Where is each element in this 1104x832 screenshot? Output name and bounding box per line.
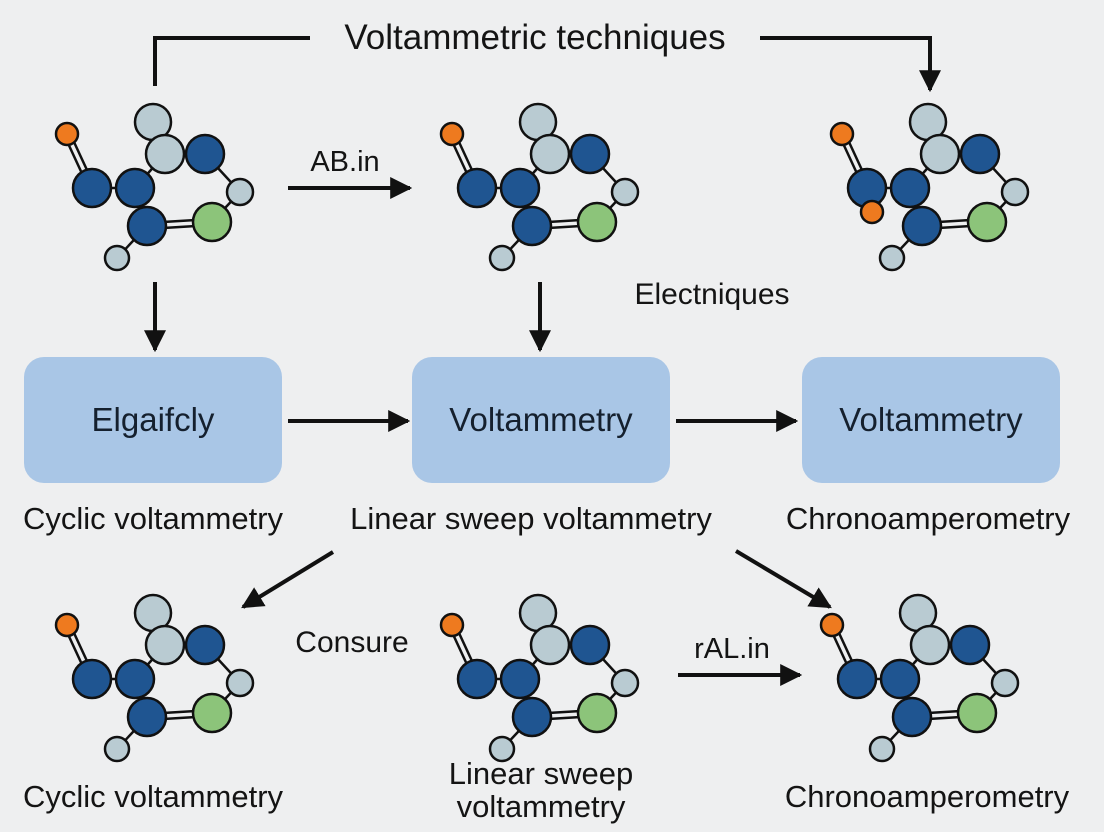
- atom: [511, 696, 553, 738]
- atom: [901, 205, 943, 247]
- title-bracket-left: [153, 36, 310, 86]
- atom: [966, 201, 1008, 243]
- atom: [103, 735, 131, 763]
- title-bracket-right-arrow: [760, 36, 941, 93]
- atom: [71, 167, 113, 209]
- atom: [511, 205, 553, 247]
- atom: [114, 658, 156, 700]
- atom: [949, 624, 991, 666]
- atom: [488, 244, 516, 272]
- atom: [569, 624, 611, 666]
- atom: [610, 668, 640, 698]
- atom: [891, 696, 933, 738]
- atom: [868, 735, 896, 763]
- atom: [439, 612, 465, 638]
- caption-middle-right: Chronoamperometry: [785, 501, 1071, 536]
- top-arrow-label: AB.in: [310, 146, 380, 178]
- atom: [191, 201, 233, 243]
- atom: [456, 167, 498, 209]
- box-middle: Voltammetry: [412, 357, 670, 483]
- atom: [878, 244, 906, 272]
- molecule-icon: [439, 102, 640, 272]
- atom: [919, 133, 961, 175]
- atom: [576, 201, 618, 243]
- atom: [184, 624, 226, 666]
- atom: [576, 692, 618, 734]
- box-right: Voltammetry: [802, 357, 1060, 483]
- atom: [103, 244, 131, 272]
- caption-middle-center: Linear sweep voltammetry: [350, 501, 712, 536]
- atom: [144, 133, 186, 175]
- consure-label: Consure: [295, 626, 409, 659]
- atom: [909, 624, 951, 666]
- diagonal-arrow-left: [241, 550, 335, 609]
- diagram-title: Voltammetric techniques: [344, 18, 726, 57]
- atom: [819, 612, 845, 638]
- atom: [225, 668, 255, 698]
- atom: [54, 121, 80, 147]
- molecule-icon: [439, 593, 640, 763]
- atom: [529, 624, 571, 666]
- atom: [126, 205, 168, 247]
- atom: [184, 133, 226, 175]
- atom: [1000, 177, 1030, 207]
- molecule-icon: [819, 593, 1020, 763]
- box-left: Elgaifcly: [24, 357, 282, 483]
- atom: [499, 167, 541, 209]
- atom: [499, 658, 541, 700]
- atom: [956, 692, 998, 734]
- caption-bottom-right: Chronoamperometry: [784, 779, 1070, 814]
- atom: [126, 696, 168, 738]
- molecule-icon: [54, 593, 255, 763]
- atom: [488, 735, 516, 763]
- atom: [114, 167, 156, 209]
- atom: [144, 624, 186, 666]
- atom: [569, 133, 611, 175]
- atom: [829, 121, 855, 147]
- electniques-label: Electniques: [634, 278, 790, 311]
- atom: [610, 177, 640, 207]
- atom: [439, 121, 465, 147]
- atom: [529, 133, 571, 175]
- atom: [959, 133, 1001, 175]
- caption-middle-left: Cyclic voltammetry: [22, 501, 284, 536]
- atom: [456, 658, 498, 700]
- atom: [859, 199, 885, 225]
- caption-bottom-left: Cyclic voltammetry: [22, 779, 284, 814]
- atom: [879, 658, 921, 700]
- atom: [71, 658, 113, 700]
- atom: [990, 668, 1020, 698]
- caption-bottom-center: Linear sweep voltammetry: [448, 756, 634, 824]
- bottom-arrow-label: rAL.in: [694, 633, 770, 665]
- diagonal-arrow-right: [734, 549, 832, 609]
- atom: [889, 167, 931, 209]
- atom: [191, 692, 233, 734]
- atom: [54, 612, 80, 638]
- molecule-icon: [54, 102, 255, 272]
- molecule-icon: [829, 102, 1030, 272]
- atom: [836, 658, 878, 700]
- atom: [225, 177, 255, 207]
